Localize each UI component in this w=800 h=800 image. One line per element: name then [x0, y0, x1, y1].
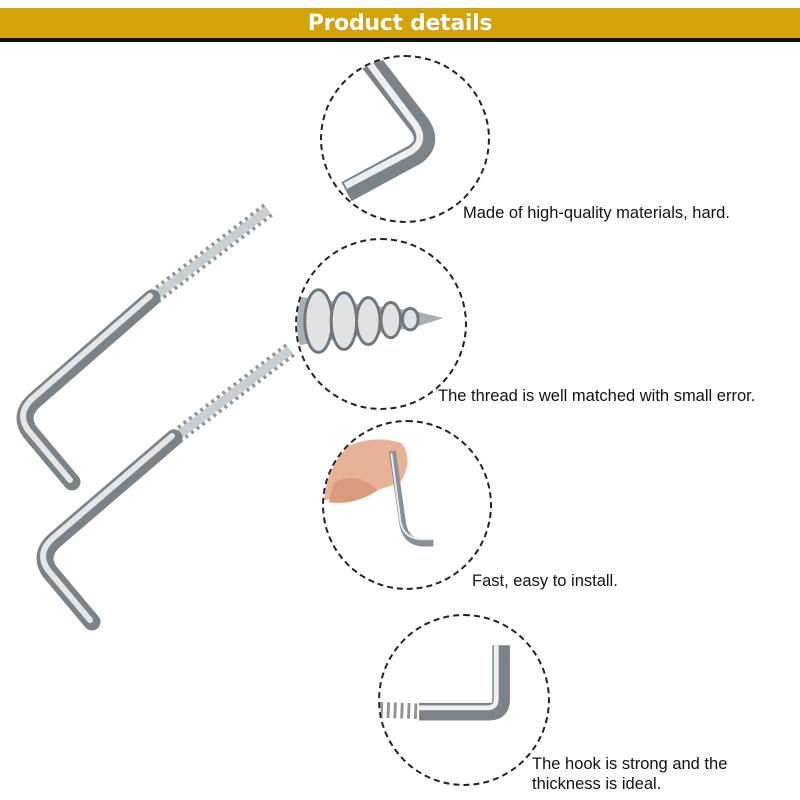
- detail-image-l-hook: [378, 614, 550, 786]
- screw-hook-1: [16, 203, 273, 491]
- detail-caption-4-line-1: The hook is strong and the: [532, 755, 728, 773]
- detail-caption-1: Made of high-quality materials, hard.: [463, 204, 730, 222]
- detail-caption-4-line-2: thickness is ideal.: [532, 775, 662, 793]
- detail-image-hook-bend: [320, 55, 490, 223]
- detail-caption-2: The thread is well matched with small er…: [438, 387, 756, 405]
- detail-image-thread: [295, 238, 467, 410]
- detail-image-installing: [322, 420, 492, 590]
- screw-hooks-image: [16, 203, 295, 631]
- screw-hook-2: [36, 343, 295, 631]
- header-banner: Product details: [0, 8, 800, 42]
- detail-caption-4: The hook is strong and the thickness is …: [532, 754, 727, 794]
- page-title: Product details: [307, 10, 493, 36]
- detail-caption-3: Fast, easy to install.: [472, 572, 618, 590]
